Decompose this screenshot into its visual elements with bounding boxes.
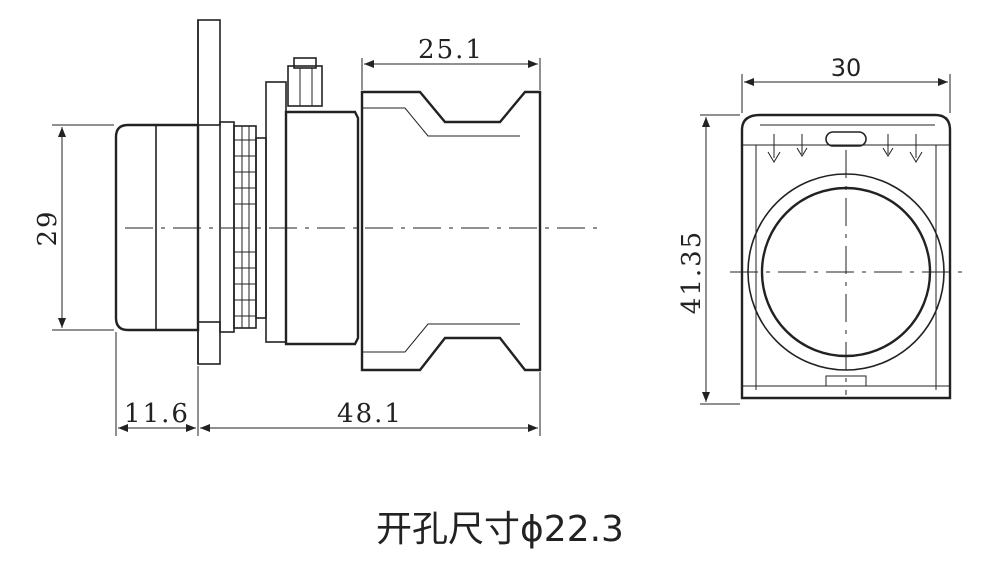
button-cap — [114, 123, 200, 332]
dimension-top: 25.1 — [361, 35, 541, 90]
dim-label-width: 30 — [831, 54, 862, 82]
top-slot — [825, 131, 867, 147]
dimension-front: 11.6 — [115, 332, 199, 436]
contact-block — [360, 90, 542, 372]
adapter-body — [255, 57, 360, 346]
front-body-outline — [740, 113, 952, 400]
dim-label-height: 29 — [33, 209, 63, 246]
dim-label-front-height: 41.35 — [677, 230, 707, 314]
mounting-panel — [197, 19, 221, 365]
bezel-ring — [219, 121, 257, 333]
dimension-total: 48.1 — [200, 372, 541, 436]
caption: 开孔尺寸ϕ22.3 — [376, 509, 624, 550]
arrow-marks — [767, 134, 923, 163]
dim-label-front: 11.6 — [124, 399, 190, 429]
dim-label-top: 25.1 — [418, 35, 484, 65]
dimension-height: 29 — [33, 124, 114, 331]
dim-label-total: 48.1 — [337, 399, 403, 429]
dimension-front-height: 41.35 — [677, 114, 740, 405]
front-view: 30 41.35 — [677, 54, 965, 405]
side-view: 25.1 29 11.6 48.1 — [33, 19, 605, 436]
dimension-width: 30 — [741, 54, 951, 113]
